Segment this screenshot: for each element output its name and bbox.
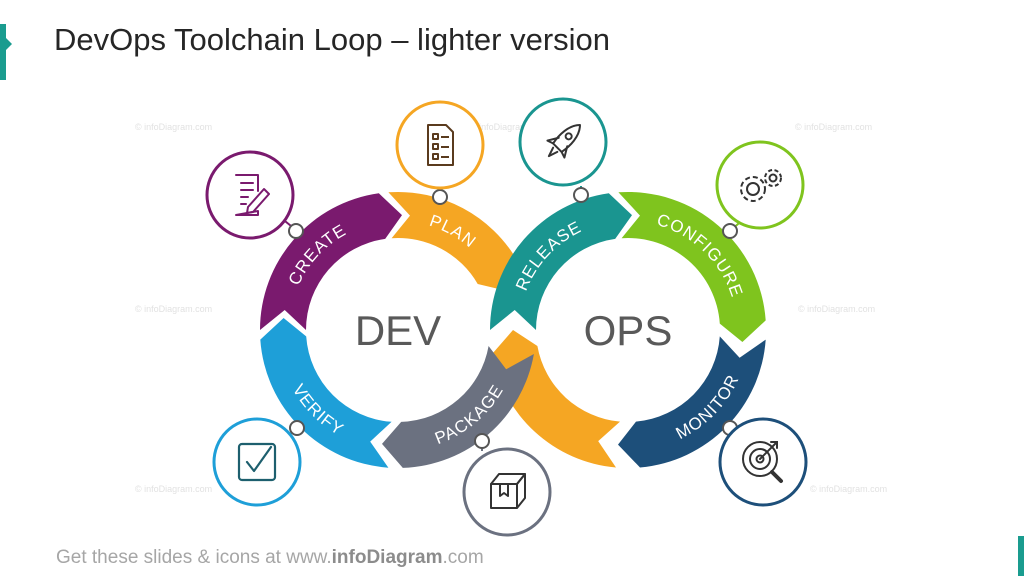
- box-icon: [490, 473, 526, 509]
- segment-create: [259, 193, 402, 330]
- configure-icon-badge: [715, 140, 805, 230]
- package-icon-badge: [462, 447, 552, 537]
- hub-dev-label: DEV: [355, 307, 441, 354]
- segment-plan: [388, 191, 518, 291]
- checkbox-icon: [237, 442, 277, 482]
- ring-segments: [259, 191, 766, 468]
- connector-dot: [289, 420, 305, 436]
- watermark-text: © infoDiagram.com: [135, 122, 212, 132]
- icon-connectors: [274, 186, 746, 451]
- create-icon-badge: [205, 150, 295, 240]
- footer-brand: infoDiagram: [331, 547, 443, 568]
- document-edit-icon: [235, 174, 270, 216]
- footer-prefix: Get these slides & icons at www.: [56, 547, 332, 568]
- connector-dot: [474, 433, 490, 449]
- segment-verify: [260, 318, 392, 468]
- release-icon-badge: [518, 97, 608, 187]
- watermark-text: © infoDiagram.com: [810, 484, 887, 494]
- watermark-text: © infoDiagram.com: [135, 484, 212, 494]
- stage-icons: [205, 97, 808, 537]
- plan-icon-badge: [395, 100, 485, 190]
- watermark-text: © infoDiagram.com: [135, 304, 212, 314]
- segment-release: [490, 193, 632, 330]
- hub-ops-label: OPS: [584, 307, 673, 354]
- left-accent-bar: [0, 24, 12, 80]
- watermarks: © infoDiagram.com © infoDiagram.com © in…: [135, 122, 887, 494]
- right-accent-bar: [1018, 536, 1024, 576]
- segment-monitor: [618, 336, 766, 468]
- monitor-icon-badge: [718, 417, 808, 507]
- segment-configure: [618, 191, 766, 342]
- connector-dot: [288, 223, 304, 239]
- page-title: DevOps Toolchain Loop – lighter version: [54, 22, 611, 57]
- watermark-text: © infoDiagram.com: [795, 122, 872, 132]
- segment-package: [382, 346, 534, 468]
- checklist-icon: [427, 124, 454, 166]
- connector-dot: [573, 187, 589, 203]
- footer-suffix: .com: [442, 547, 484, 568]
- footer-credit: Get these slides & icons at www.infoDiag…: [56, 547, 484, 569]
- connector-dot: [432, 189, 448, 205]
- verify-icon-badge: [212, 417, 302, 507]
- watermark-text: © infoDiagram.com: [798, 304, 875, 314]
- gears-icon: [740, 169, 782, 202]
- watermark-text: © infoDiagram.com: [470, 122, 547, 132]
- connector-dot: [722, 223, 738, 239]
- rocket-icon: [546, 124, 581, 159]
- target-magnifier-icon: [742, 441, 783, 483]
